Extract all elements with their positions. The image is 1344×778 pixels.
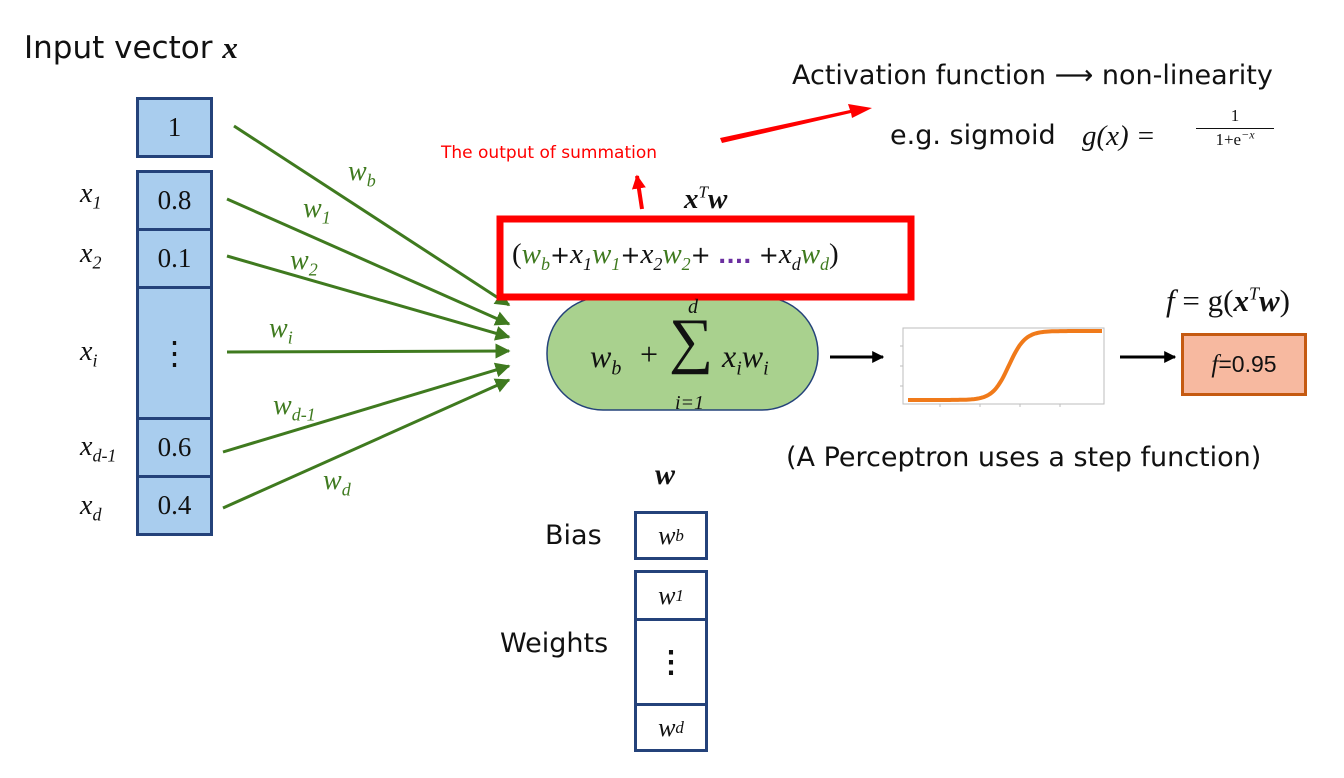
- input-cell-value: 0.4: [157, 490, 192, 520]
- edge-label-w1: w1: [303, 193, 331, 228]
- input-cell-value: 0.6: [157, 432, 192, 462]
- annotation-arrow-up: [631, 174, 646, 210]
- activation-pointer-arrow: [720, 104, 872, 143]
- edge-label-wd: wd: [323, 465, 351, 500]
- input-cell-xd-1: 0.6: [136, 417, 213, 478]
- bias-label: Bias: [545, 520, 602, 551]
- expanded-sum: (wb+x1w1+x2w2+ .... +xdwd): [512, 238, 839, 274]
- input-cell-bias: 1: [136, 97, 213, 158]
- weighted-edges: [222, 124, 511, 510]
- sigma-lower-limit: i=1: [675, 392, 705, 414]
- edge-label-wb: wb: [348, 156, 376, 191]
- input-cell-x1: 0.8: [136, 170, 213, 231]
- edge-label-w2: w2: [290, 245, 318, 280]
- sigmoid-fraction-denominator: 1+e−x: [1215, 127, 1255, 149]
- edge-label-wd-1: wd-1: [273, 390, 316, 425]
- sigmoid-plot-frame: [902, 327, 1105, 405]
- output-formula: f = g(xTw): [1166, 283, 1290, 318]
- input-vector-symbol: x: [222, 30, 238, 65]
- sigmoid-plot: [900, 327, 1105, 407]
- sigmoid-fraction: 1 1+e−x: [1194, 106, 1276, 151]
- sigmoid-curve: [908, 329, 1102, 402]
- input-cell-xi: ⋮: [136, 286, 213, 420]
- input-cell-xd: 0.4: [136, 475, 213, 536]
- input-cell-value: ⋮: [158, 335, 191, 371]
- input-label-xi: xi: [80, 336, 98, 371]
- edge-wd: [222, 378, 511, 510]
- edge-wb: [233, 124, 511, 307]
- input-vector-title-text: Input vector: [24, 30, 223, 66]
- weight-vector-symbol: w: [655, 458, 676, 491]
- node-formula-wb: wb: [590, 338, 622, 380]
- expanded-sum-highlight: [496, 215, 915, 301]
- input-label-xd-1: xd-1: [80, 431, 117, 466]
- input-label-xd: xd: [80, 490, 102, 525]
- input-cell-x2: 0.1: [136, 228, 213, 289]
- activation-title: Activation function ⟶ non-linearity: [792, 60, 1273, 91]
- input-vector-title: Input vector x: [24, 30, 238, 66]
- edge-wd-1: [222, 362, 511, 454]
- weights-label: Weights: [500, 628, 609, 659]
- sigmoid-formula-lhs: g(x) =: [1082, 120, 1156, 152]
- sigmoid-fraction-numerator: 1: [1230, 106, 1240, 125]
- node-formula-plus: +: [640, 336, 659, 372]
- sigmoid-fraction-bar: [1196, 128, 1274, 129]
- input-label-x1: x1: [80, 178, 102, 213]
- input-label-x2: x2: [80, 238, 102, 273]
- input-cell-value: 0.8: [157, 185, 192, 215]
- xtw-label: xTw: [684, 182, 728, 215]
- edge-wi: [226, 343, 511, 359]
- weight-cell-ellipsis: ⋮: [634, 618, 708, 706]
- output-value-box: f=0.95: [1181, 333, 1307, 396]
- edge-w1: [226, 197, 511, 326]
- perceptron-note: (A Perceptron uses a step function): [786, 442, 1262, 473]
- sigma-symbol: ∑: [669, 307, 714, 375]
- edge-label-wi: wi: [269, 313, 293, 348]
- summation-annotation: The output of summation: [441, 143, 658, 163]
- sigma-upper-limit: d: [688, 296, 698, 318]
- activation-example: e.g. sigmoid: [890, 120, 1056, 151]
- node-formula-xiwi: xiwi: [722, 338, 769, 380]
- input-cell-value: 0.1: [157, 243, 192, 273]
- input-cell-value: 1: [167, 112, 182, 142]
- edge-w2: [226, 254, 511, 341]
